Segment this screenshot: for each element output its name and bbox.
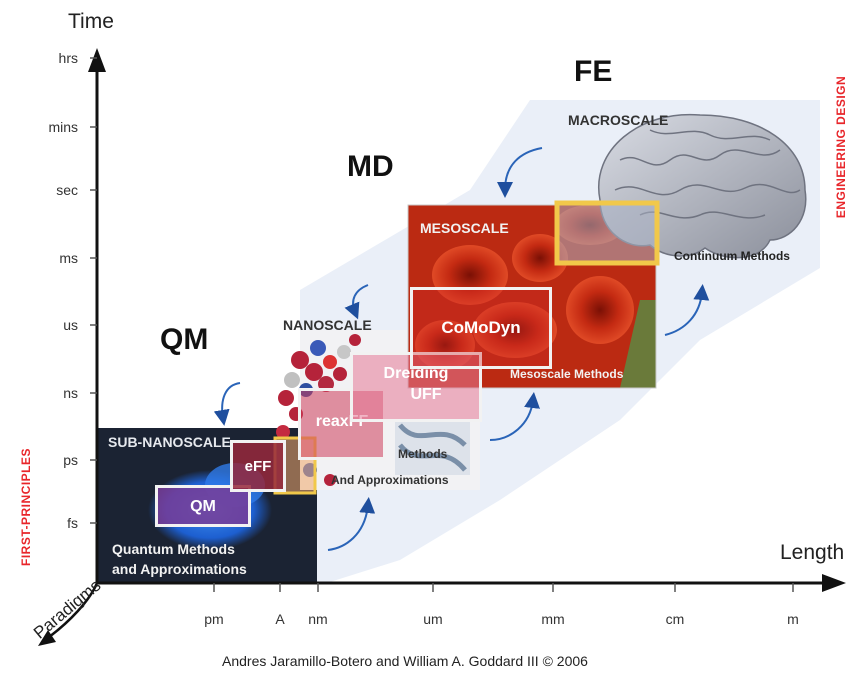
mesoscale-label: MESOSCALE — [420, 220, 509, 236]
length-axis-title: Length — [780, 541, 845, 564]
x-tick-pm: pm — [204, 611, 224, 627]
paradigm-md: MD — [347, 150, 394, 183]
y-tick-ms: ms — [59, 250, 78, 266]
y-tick-sec: sec — [56, 182, 78, 198]
continuum-methods-label: Continuum Methods — [674, 249, 790, 263]
dreiding-box-label: Dreiding — [383, 365, 449, 382]
y-tick-hrs: hrs — [58, 50, 78, 66]
y-tick-fs: fs — [67, 515, 78, 531]
x-tick-mm: mm — [541, 611, 565, 627]
comodyn-box-label: CoMoDyn — [441, 318, 521, 337]
quantum-methods-line2: and Approximations — [112, 561, 247, 577]
x-tick-m: m — [787, 611, 799, 627]
qm-box-label: QM — [190, 498, 216, 515]
time-axis-title: Time — [68, 10, 114, 33]
quantum-methods-line1: Quantum Methods — [112, 541, 235, 557]
eff-box-label: eFF — [244, 458, 272, 475]
nano-methods-line2: And Approximations — [331, 473, 449, 487]
sub-nanoscale-label: SUB-NANOSCALE — [108, 434, 231, 450]
dreiding-box: Dreiding UFF — [350, 352, 482, 422]
x-tick-um: um — [423, 611, 443, 627]
first-principles-label: FIRST-PRINCIPLES — [19, 447, 34, 567]
y-tick-ns: ns — [63, 385, 78, 401]
macro-focus-box — [554, 200, 660, 266]
y-tick-us: us — [63, 317, 78, 333]
credit-line: Andres Jaramillo-Botero and William A. G… — [222, 653, 588, 669]
y-tick-ps: ps — [63, 452, 78, 468]
qm-box: QM — [155, 485, 251, 527]
uff-box-label: UFF — [410, 386, 442, 403]
comodyn-box: CoMoDyn — [410, 287, 552, 369]
nanoscale-label: NANOSCALE — [283, 317, 372, 333]
engineering-design-label: ENGINEERING DESIGN — [834, 75, 849, 219]
macroscale-label: MACROSCALE — [568, 112, 669, 128]
x-tick-cm: cm — [665, 611, 685, 627]
eff-box: eFF — [230, 440, 286, 492]
nano-methods-line1: Methods — [398, 447, 448, 461]
paradigm-fe: FE — [574, 55, 613, 88]
paradigms-axis — [44, 582, 99, 642]
transition-arrows — [213, 147, 710, 551]
paradigm-qm: QM — [160, 323, 209, 356]
x-tick-a: A — [275, 611, 285, 627]
x-tick-nm: nm — [308, 611, 328, 627]
mesoscale-methods-label: Mesoscale Methods — [510, 367, 624, 381]
y-tick-mins: mins — [48, 119, 78, 135]
